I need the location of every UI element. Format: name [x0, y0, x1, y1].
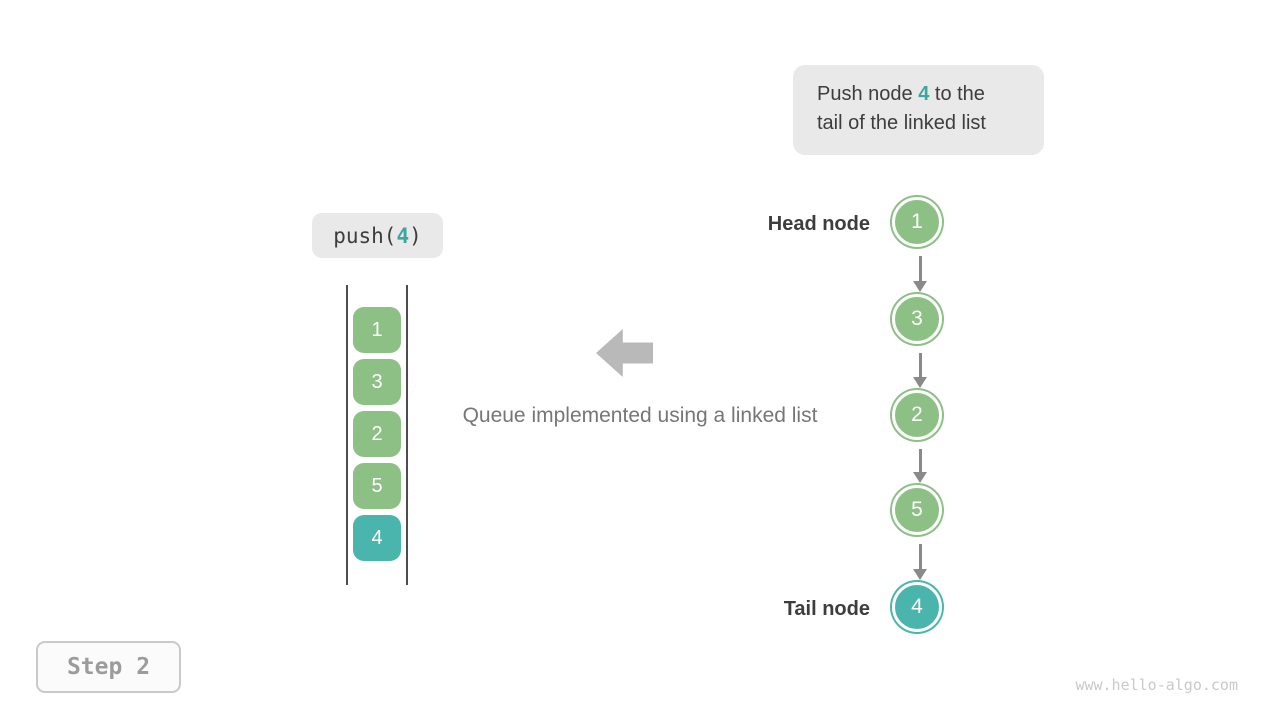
- down-arrow-icon: [913, 544, 927, 580]
- linked-list-node: 5: [892, 485, 942, 535]
- queue-item: 3: [353, 359, 401, 405]
- caption: Queue implemented using a linked list: [462, 404, 818, 427]
- step-badge: Step 2: [36, 641, 181, 693]
- down-arrow-icon: [913, 449, 927, 483]
- push-call-suffix: ): [409, 223, 422, 248]
- queue-item: 1: [353, 307, 401, 353]
- queue-item: 5: [353, 463, 401, 509]
- annotation-text: Push node: [817, 83, 919, 105]
- head-node-label: Head node: [767, 213, 870, 235]
- down-arrow-icon: [913, 353, 927, 388]
- push-call-prefix: push(: [333, 223, 397, 248]
- linked-list-node: 1: [892, 197, 942, 247]
- annotation-line2: tail of the linked list: [817, 112, 986, 134]
- annotation-value: 4: [918, 83, 930, 105]
- down-arrow-icon: [913, 256, 927, 292]
- tail-node-label: Tail node: [783, 598, 870, 620]
- watermark: www.hello-algo.com: [1075, 676, 1238, 694]
- linked-list-node: 3: [892, 294, 942, 344]
- linked-list-node-tail: 4: [892, 582, 942, 632]
- queue-item: 2: [353, 411, 401, 457]
- annotation-text-suffix: to the: [929, 83, 985, 105]
- push-call-label: push(4): [312, 213, 443, 258]
- queue-track: 1 3 2 5 4: [346, 285, 408, 585]
- linked-list-node: 2: [892, 390, 942, 440]
- push-annotation: Push node 4 to the tail of the linked li…: [793, 65, 1044, 155]
- push-call-value: 4: [396, 223, 410, 248]
- left-block-arrow-icon: [596, 329, 653, 377]
- queue-item-pushed: 4: [353, 515, 401, 561]
